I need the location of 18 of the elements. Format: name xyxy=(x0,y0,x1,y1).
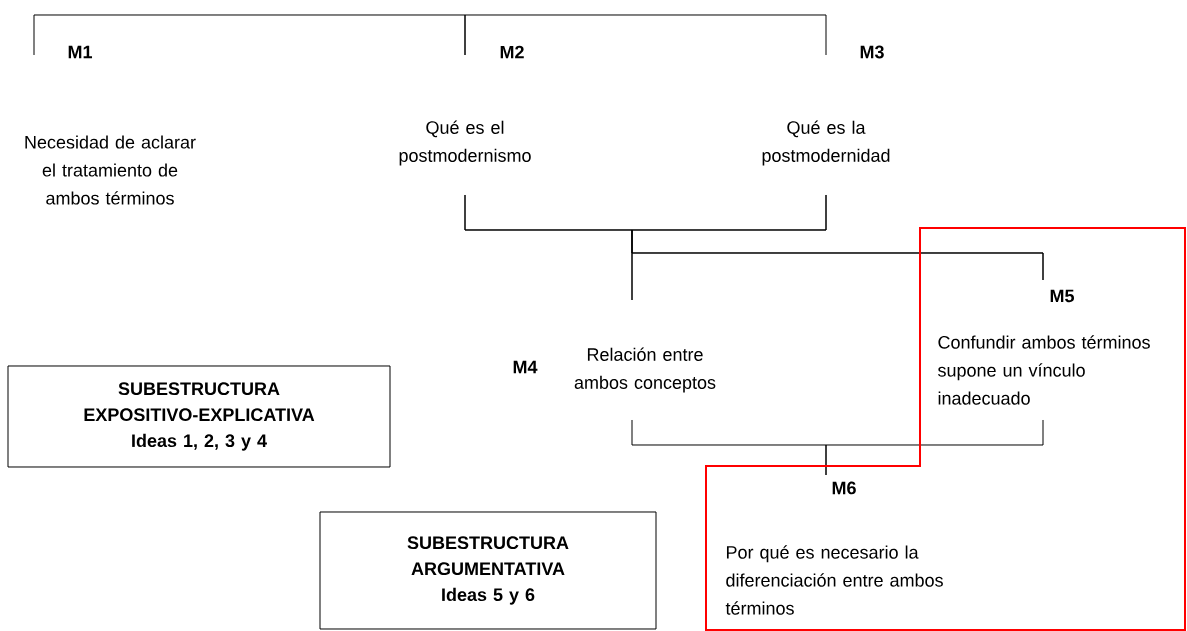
idea-label: M3 xyxy=(860,45,884,59)
idea-label: M4 xyxy=(513,360,538,374)
idea-text: Por qué es necesario la diferenciación entre ambos términos xyxy=(725,545,943,615)
structure-box: SUBESTRUCTURA ARGUMENTATIVA Ideas 5 y 6 xyxy=(319,511,657,630)
tree-line xyxy=(631,194,1044,281)
idea-label: M2 xyxy=(500,45,524,59)
idea-label: M5 xyxy=(1050,289,1074,303)
tree-line xyxy=(825,419,1044,476)
idea-text: Relación entre ambos conceptos xyxy=(574,347,716,393)
tree-line xyxy=(33,14,466,56)
tree-line xyxy=(464,14,827,56)
idea-text: Qué es la postmodernidad xyxy=(762,120,890,166)
idea-text: Necesidad de aclarar el tratamiento de ambos términos xyxy=(25,135,196,205)
idea-label: M1 xyxy=(68,45,92,59)
idea-text: Qué es el postmodernismo xyxy=(399,120,531,166)
idea-label: M6 xyxy=(832,481,856,495)
structure-box: SUBESTRUCTURA EXPOSITIVO-EXPLICATIVA Ideas 1, 2, 3 y 4 xyxy=(7,365,391,468)
idea-text: Confundir ambos términos supone un vínculo inadecuado xyxy=(938,335,1150,405)
